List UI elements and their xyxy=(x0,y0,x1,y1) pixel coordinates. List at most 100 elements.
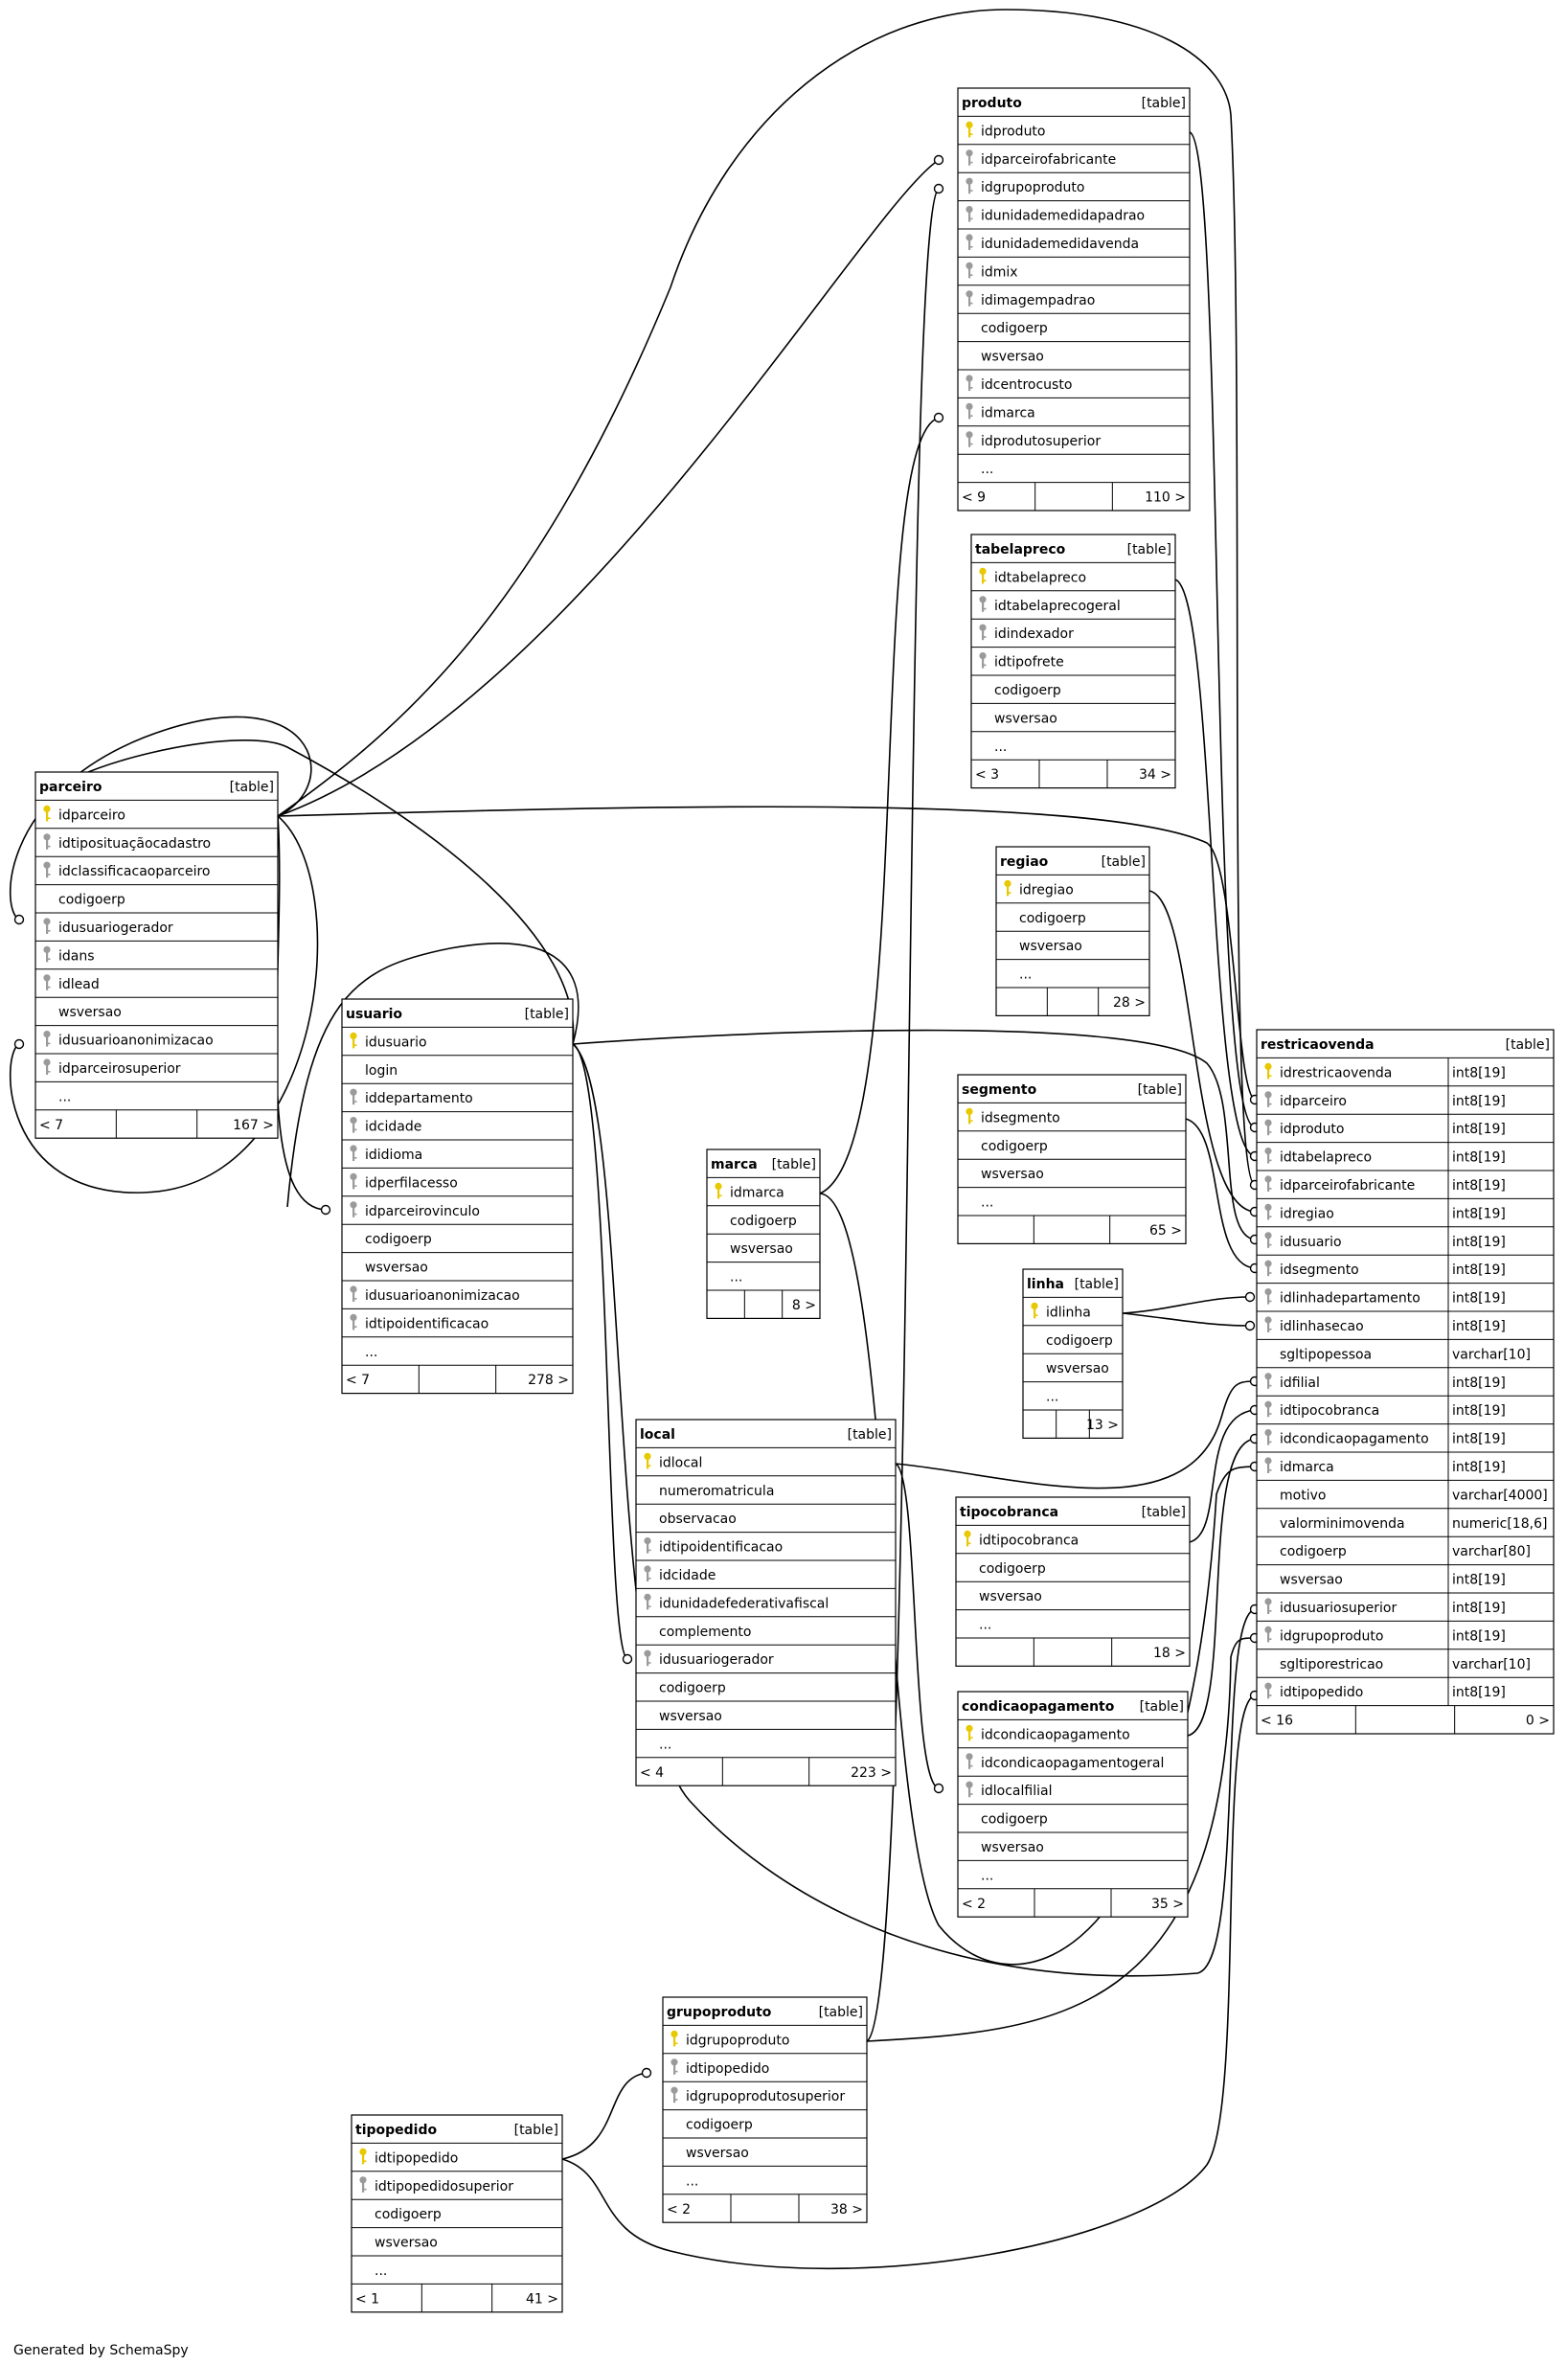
table-parceiro[interactable]: parceiro[table]idparceiroidtiposituaçãoc… xyxy=(34,771,279,1139)
column-row[interactable]: wsversao xyxy=(981,350,1044,365)
column-row[interactable]: idcondicaopagamentogeral xyxy=(966,1753,1165,1771)
table-grupoproduto[interactable]: grupoproduto[table]idgrupoprodutoidtipop… xyxy=(662,1996,868,2223)
column-row[interactable]: codigoerp xyxy=(979,1561,1046,1577)
column-row[interactable]: idparceirovinculo xyxy=(350,1201,480,1219)
column-row[interactable]: idunidademedidapadrao xyxy=(966,206,1145,224)
column-row[interactable]: idtipopedido xyxy=(359,2148,459,2166)
table-regiao[interactable]: regiao[table]idregiaocodigoerpwsversao..… xyxy=(995,846,1150,1016)
table-marca[interactable]: marca[table]idmarcacodigoerpwsversao...8… xyxy=(706,1148,821,1319)
column-row[interactable]: idclassificacaoparceiro xyxy=(43,861,211,879)
column-row[interactable]: ... xyxy=(730,1270,742,1285)
children-count[interactable]: 223 > xyxy=(851,1765,892,1781)
column-row[interactable]: idmix xyxy=(966,262,1018,280)
column-row[interactable]: idtipofrete xyxy=(979,651,1064,671)
column-row[interactable]: ididioma xyxy=(350,1145,422,1163)
column-row[interactable]: wsversao xyxy=(979,1589,1042,1604)
column-row[interactable]: codigoerp xyxy=(365,1232,432,1247)
column-row[interactable]: ... xyxy=(659,1737,671,1752)
column-row[interactable]: idtipopedido xyxy=(670,2058,770,2077)
children-count[interactable]: 28 > xyxy=(1113,995,1146,1011)
column-row[interactable]: ... xyxy=(994,739,1007,755)
column-row[interactable]: idlocal xyxy=(644,1452,703,1470)
column-row[interactable]: wsversao xyxy=(659,1709,722,1724)
column-row[interactable]: idusuariogerador xyxy=(644,1649,774,1668)
table-local[interactable]: local[table]idlocalnumeromatriculaobserv… xyxy=(635,1419,897,1786)
column-row[interactable]: idperfilacesso xyxy=(350,1172,458,1191)
column-row[interactable]: codigoerp xyxy=(981,321,1048,336)
column-row[interactable]: idtabelaprecogeral xyxy=(979,596,1121,614)
column-row[interactable]: idtipocobranca xyxy=(964,1530,1079,1548)
column-row[interactable]: wsversao xyxy=(981,1840,1044,1855)
column-row[interactable]: idgrupoprodutosuperior xyxy=(670,2086,846,2104)
table-condicaopagamento[interactable]: condicaopagamento[table]idcondicaopagame… xyxy=(957,1691,1189,1918)
column-row[interactable]: login xyxy=(365,1063,398,1079)
column-row[interactable]: idlocalfilial xyxy=(966,1781,1053,1799)
column-row[interactable]: ... xyxy=(981,462,993,477)
column-row[interactable]: idgrupoproduto xyxy=(670,2030,790,2048)
column-row[interactable]: idtipoidentificacao xyxy=(644,1537,783,1556)
column-row[interactable]: codigoerp xyxy=(730,1214,797,1229)
column-row[interactable]: idcentrocusto xyxy=(966,375,1073,393)
table-tipocobranca[interactable]: tipocobranca[table]idtipocobrancacodigoe… xyxy=(955,1496,1191,1667)
column-row[interactable]: idusuariogerador xyxy=(43,918,173,936)
column-row[interactable]: idtabelapreco xyxy=(979,567,1086,585)
parents-count[interactable]: < 16 xyxy=(1261,1714,1293,1729)
column-row[interactable]: idprodutosuperior xyxy=(966,431,1102,449)
children-count[interactable]: 18 > xyxy=(1153,1646,1186,1661)
table-tipopedido[interactable]: tipopedido[table]idtipopedidoidtipopedid… xyxy=(351,2114,563,2313)
column-row[interactable]: idtipopedidosuperior xyxy=(359,2176,513,2194)
children-count[interactable]: 167 > xyxy=(233,1118,274,1133)
column-row[interactable]: idgrupoproduto xyxy=(966,177,1085,195)
column-row[interactable]: ... xyxy=(686,2173,698,2189)
column-row[interactable]: codigoerp xyxy=(981,1812,1048,1828)
column-row[interactable]: iddepartamento xyxy=(350,1088,473,1106)
column-row[interactable]: idlead xyxy=(43,974,100,992)
column-row[interactable]: ... xyxy=(58,1089,71,1104)
column-row[interactable]: wsversao xyxy=(1046,1361,1109,1376)
column-row[interactable]: ... xyxy=(1019,967,1032,983)
column-row[interactable]: complemento xyxy=(659,1625,751,1640)
column-row[interactable]: ... xyxy=(981,1868,993,1883)
column-row[interactable]: idusuarioanonimizacao xyxy=(350,1285,520,1304)
children-count[interactable]: 0 > xyxy=(1526,1714,1550,1729)
column-row[interactable]: ... xyxy=(365,1345,377,1360)
column-row[interactable]: codigoerp xyxy=(58,893,125,908)
children-count[interactable]: 38 > xyxy=(830,2202,863,2217)
column-row[interactable]: idlinha xyxy=(1031,1302,1091,1320)
column-row[interactable]: idparceirosuperior xyxy=(43,1058,181,1077)
column-row[interactable]: observacao xyxy=(659,1512,737,1527)
column-row[interactable]: codigoerp xyxy=(994,683,1061,698)
children-count[interactable]: 110 > xyxy=(1145,490,1186,506)
children-count[interactable]: 13 > xyxy=(1086,1418,1119,1433)
children-count[interactable]: 65 > xyxy=(1149,1223,1182,1239)
column-row[interactable]: idcondicaopagamento xyxy=(966,1724,1130,1742)
column-row[interactable]: wsversao xyxy=(365,1261,428,1276)
column-row[interactable]: wsversao xyxy=(730,1241,793,1257)
parents-count[interactable]: < 3 xyxy=(975,767,999,783)
column-row[interactable]: idcidade xyxy=(644,1565,716,1583)
table-tabelapreco[interactable]: tabelapreco[table]idtabelaprecoidtabelap… xyxy=(970,534,1176,789)
column-row[interactable]: idparceirofabricante xyxy=(966,149,1116,168)
column-row[interactable]: wsversao xyxy=(981,1167,1044,1182)
children-count[interactable]: 8 > xyxy=(792,1298,816,1313)
column-row[interactable]: idproduto xyxy=(966,121,1046,139)
table-produto[interactable]: produto[table]idprodutoidparceirofabrica… xyxy=(957,87,1191,512)
children-count[interactable]: 278 > xyxy=(528,1373,569,1388)
parents-count[interactable]: < 2 xyxy=(667,2202,691,2217)
column-row[interactable]: idmarca xyxy=(715,1182,784,1200)
column-row[interactable]: idimagempadrao xyxy=(966,290,1095,308)
column-row[interactable]: idunidadefederativafiscal xyxy=(644,1593,829,1611)
